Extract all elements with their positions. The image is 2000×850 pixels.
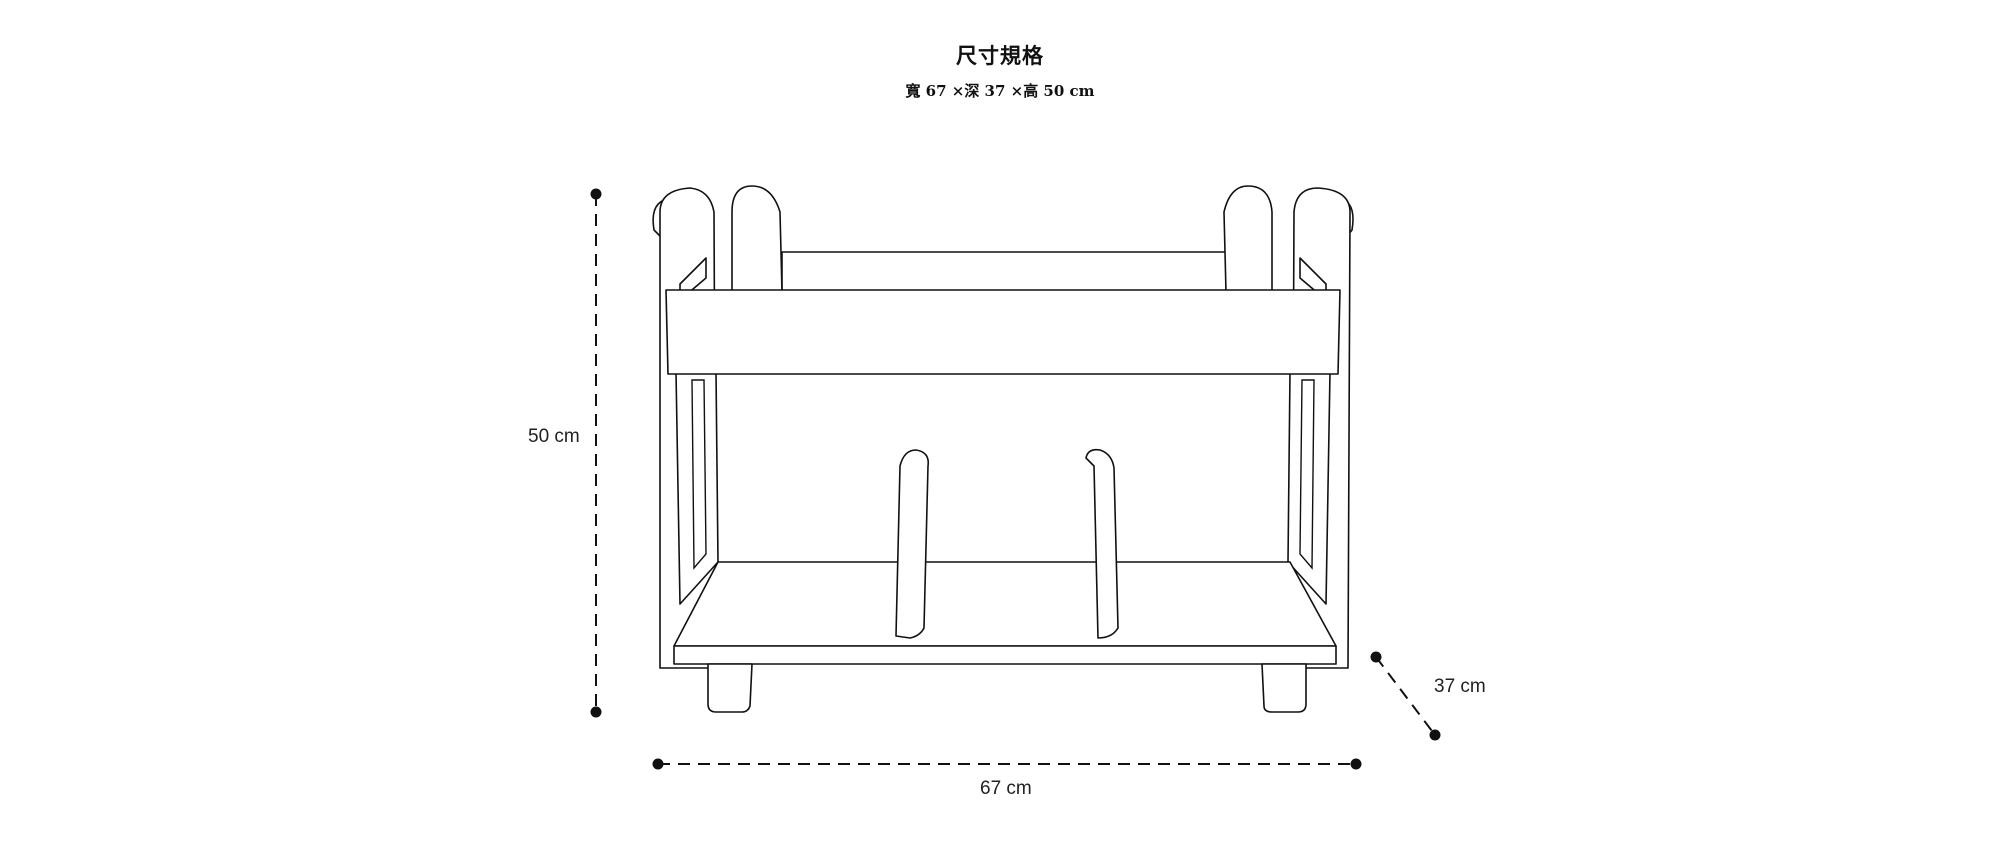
page-title: 尺寸規格 xyxy=(956,44,1044,68)
back-top-rail xyxy=(781,251,1227,293)
depth-dimension-line xyxy=(1370,651,1441,741)
left-side-inner-line xyxy=(691,379,707,570)
top-front-rail xyxy=(665,289,1341,375)
depth-bottom-dot xyxy=(1429,729,1441,741)
shelf-illustration xyxy=(652,185,1354,713)
left-foot xyxy=(707,663,753,713)
height-top-dot xyxy=(590,188,602,200)
depth-label: 37 cm xyxy=(1434,676,1486,697)
right-middle-divider xyxy=(1085,448,1119,639)
lower-shelf-front xyxy=(673,645,1337,665)
left-side-opening xyxy=(675,371,719,605)
right-inner-top-board xyxy=(1223,185,1273,293)
width-dimension-line xyxy=(652,758,1362,770)
lower-shelf-top xyxy=(673,561,1337,647)
dimensions-summary: 寬 67 ×深 37 ×高 50 cm xyxy=(905,82,1095,100)
left-inner-top-board xyxy=(731,185,783,293)
right-foot xyxy=(1261,663,1307,713)
height-dimension-line xyxy=(590,188,602,718)
right-side-inner-line xyxy=(1299,379,1315,570)
height-label: 50 cm xyxy=(528,426,580,447)
height-bottom-dot xyxy=(590,706,602,718)
width-left-dot xyxy=(652,758,664,770)
width-label: 67 cm xyxy=(980,778,1032,799)
width-right-dot xyxy=(1350,758,1362,770)
depth-top-dot xyxy=(1370,651,1382,663)
left-middle-divider xyxy=(895,449,930,639)
